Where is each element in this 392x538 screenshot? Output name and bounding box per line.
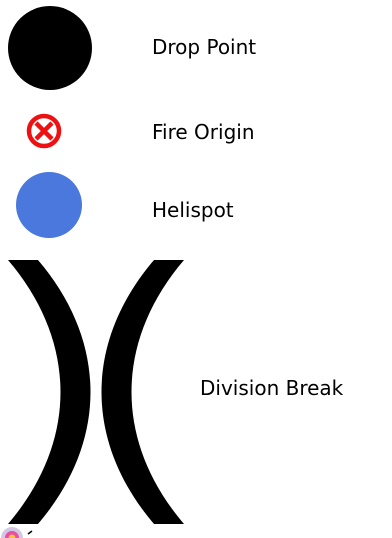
fire-origin-label: Fire Origin [152,120,255,144]
drop-point-icon [8,6,92,90]
fire-origin-ring [26,113,62,149]
helispot-icon [16,172,82,238]
division-break-label: Division Break [200,376,344,400]
division-break-icon [8,260,184,524]
drop-point-label: Drop Point [152,35,257,59]
division-break-right-arc [101,260,184,524]
fire-origin-icon [26,113,62,149]
division-break-left-arc [8,260,91,524]
fire-origin-cross-b [34,121,54,141]
corner-logo-icon [1,527,33,538]
helispot-label: Helispot [152,198,234,222]
